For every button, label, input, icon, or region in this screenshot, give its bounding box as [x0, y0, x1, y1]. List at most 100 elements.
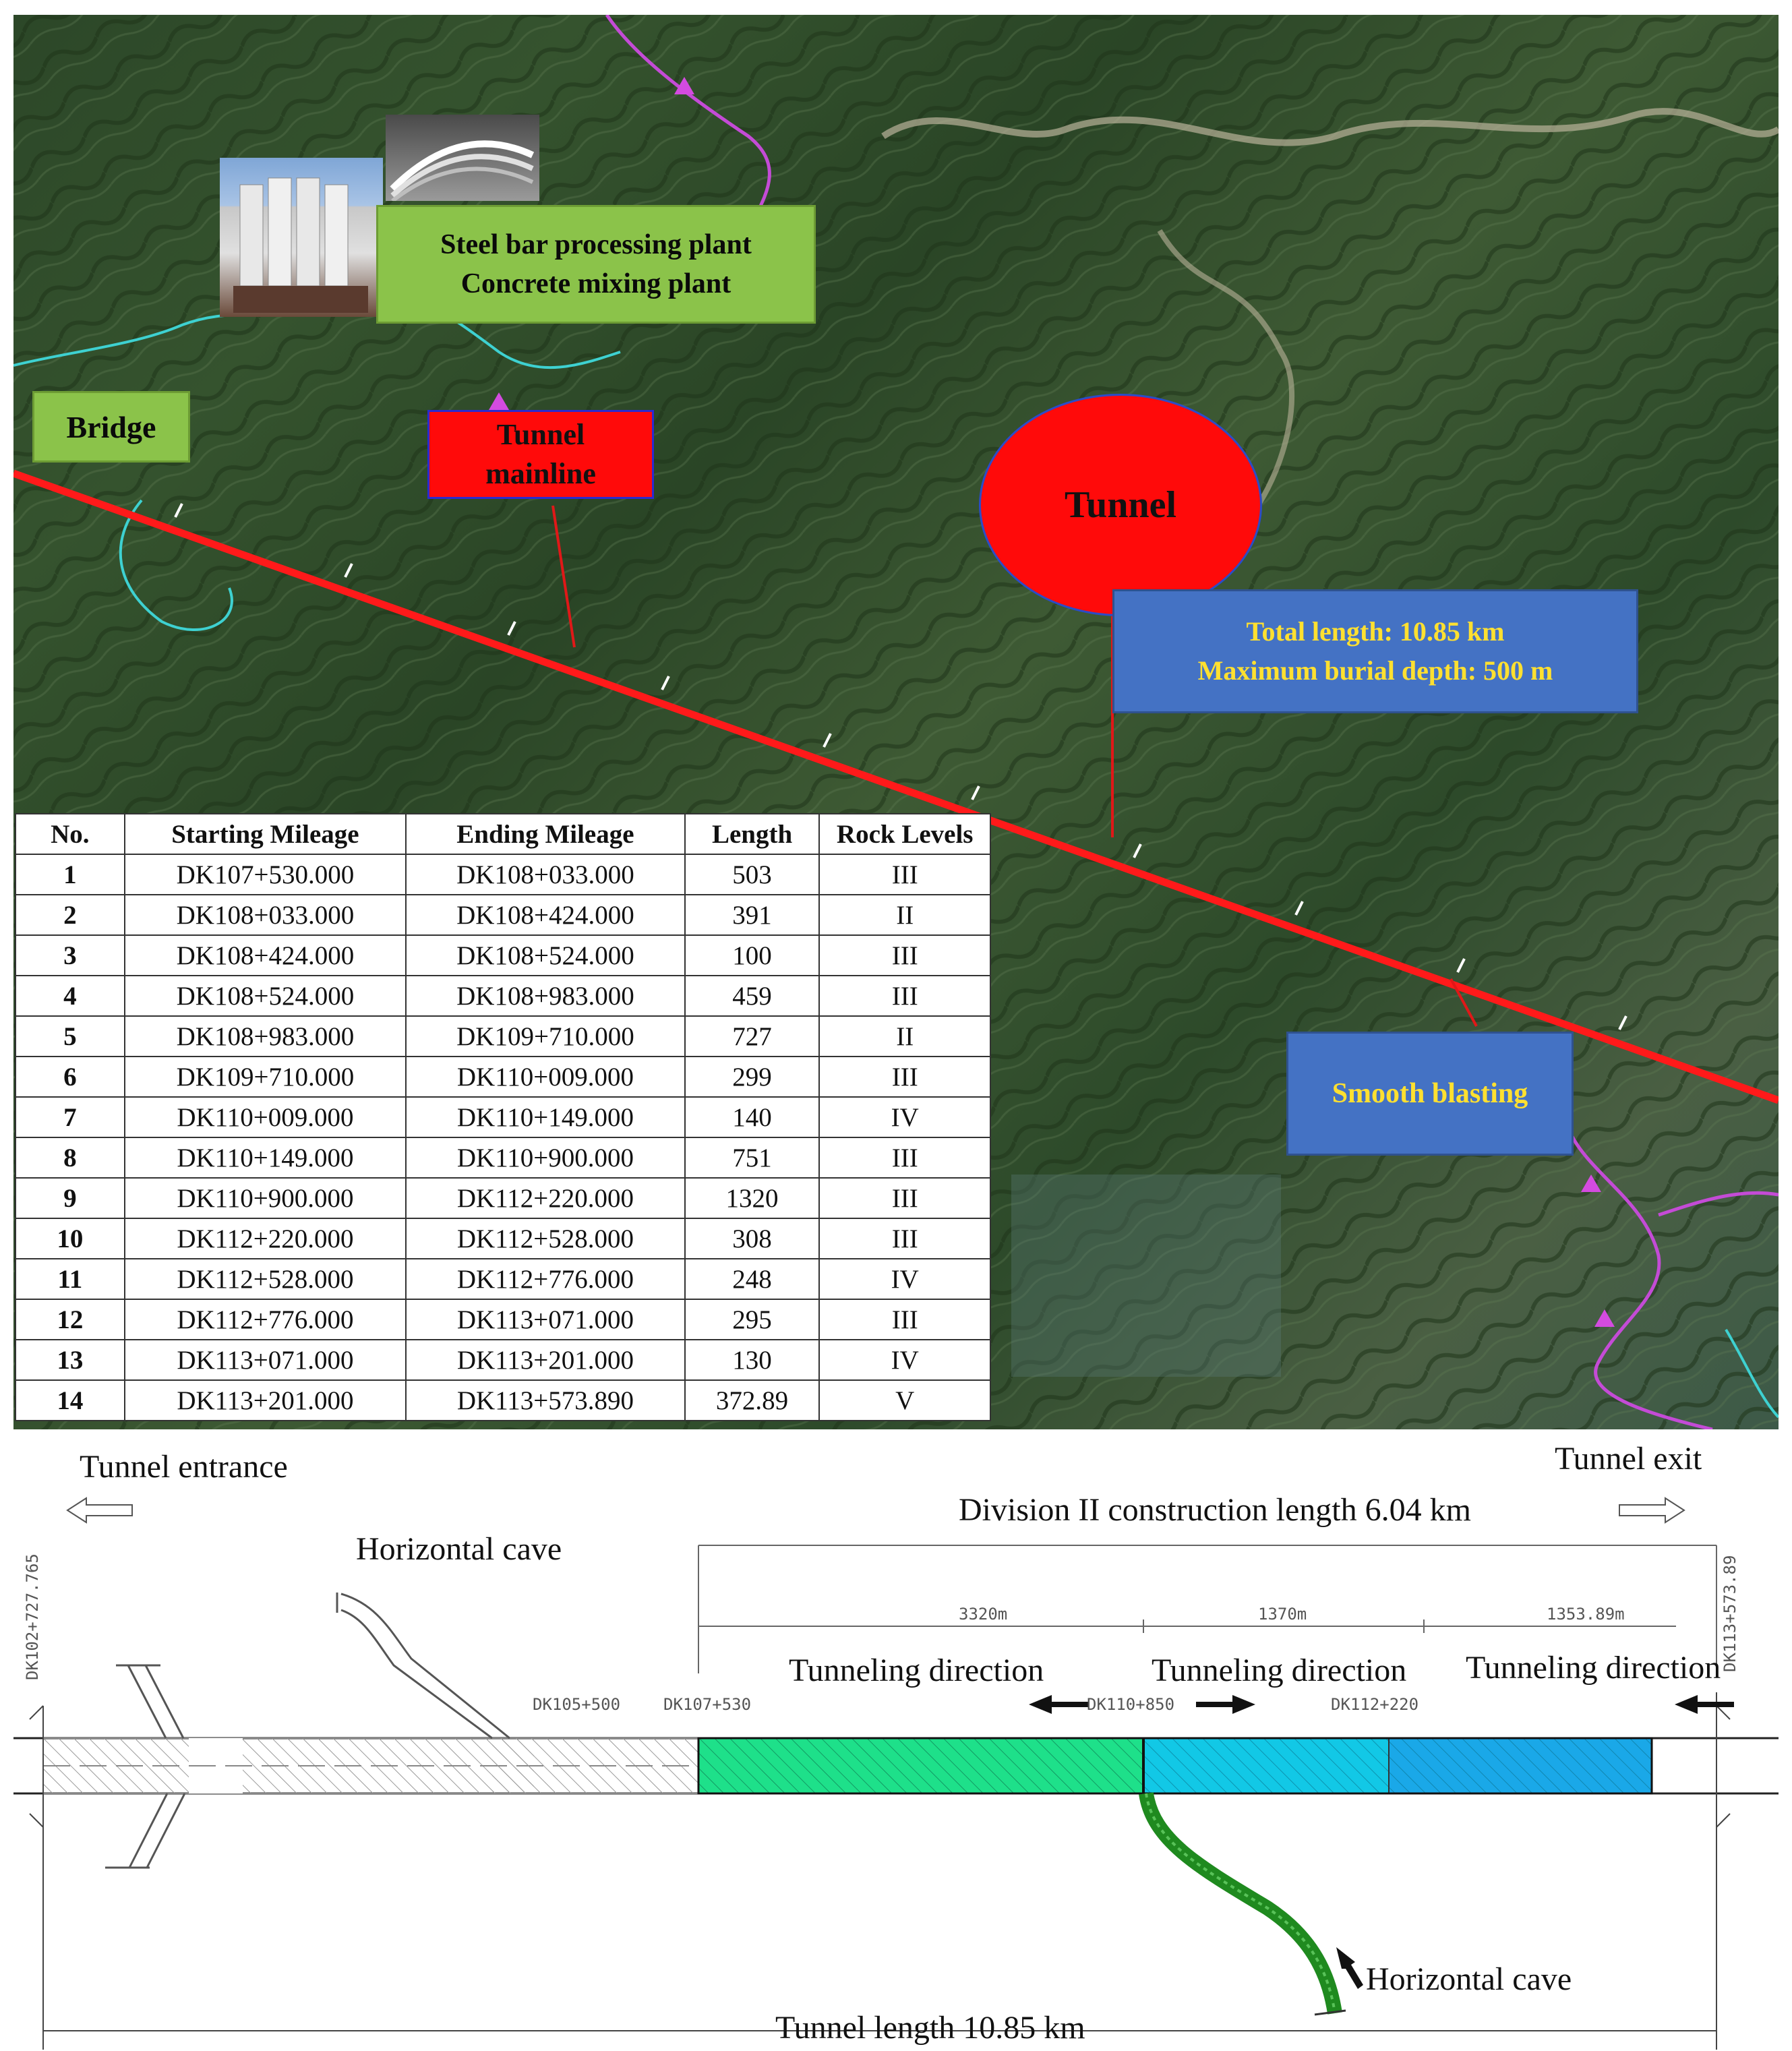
row-number-cell: 2 [15, 894, 125, 936]
table-cell: III [818, 1056, 991, 1098]
tunneling-direction-1: Tunneling direction [789, 1653, 1044, 1688]
table-cell: DK108+524.000 [405, 934, 686, 976]
row-number-cell: 4 [15, 975, 125, 1017]
shed-icon [390, 140, 535, 203]
table-cell: DK109+710.000 [123, 1056, 407, 1098]
table-cell: III [818, 854, 991, 895]
mixing-plant-photo [220, 158, 383, 317]
table-cell: III [818, 1177, 991, 1219]
table-cell: DK112+776.000 [123, 1299, 407, 1340]
mainline-label: Tunnel mainline [427, 410, 654, 499]
row-number-cell: 6 [15, 1056, 125, 1098]
end-mileage-label: DK113+573.89 [1721, 1555, 1739, 1672]
plant-label-line-2: Concrete mixing plant [460, 268, 731, 299]
table-cell: DK113+201.000 [123, 1379, 407, 1421]
col-header: Ending Mileage [405, 813, 686, 855]
table-cell: DK112+220.000 [123, 1218, 407, 1259]
division-label: Division II construction length 6.04 km [959, 1492, 1471, 1528]
table-cell: DK107+530.000 [123, 854, 407, 895]
tunneling-direction-3: Tunneling direction [1466, 1650, 1721, 1686]
segment-2-length: 1370m [1258, 1605, 1307, 1624]
row-number-cell: 7 [15, 1096, 125, 1138]
table-cell: II [818, 1015, 991, 1057]
row-number-cell: 8 [15, 1137, 125, 1179]
table-cell: III [818, 1218, 991, 1259]
table-cell: III [818, 975, 991, 1017]
table-cell: DK108+983.000 [405, 975, 686, 1017]
dk107-label: DK107+530 [663, 1695, 752, 1714]
table-cell: III [818, 934, 991, 976]
col-header: Rock Levels [818, 813, 991, 855]
horizontal-cave-top [336, 1593, 534, 1793]
cross-passage-bottom [105, 1793, 186, 1869]
table-cell: DK110+009.000 [123, 1096, 407, 1138]
row-number-cell: 10 [15, 1218, 125, 1259]
table-cell: IV [818, 1258, 991, 1300]
blasting-label-text: Smooth blasting [1332, 1078, 1528, 1109]
mainline-label-line-1: Tunnel [496, 418, 585, 451]
right-arrow-icon [1196, 1695, 1255, 1714]
table-cell: DK113+071.000 [405, 1299, 686, 1340]
table-cell: III [818, 1137, 991, 1179]
table-cell: 459 [684, 975, 820, 1017]
table-cell: DK108+524.000 [123, 975, 407, 1017]
table-cell: 308 [684, 1218, 820, 1259]
start-mileage-label: DK102+727.765 [23, 1553, 42, 1680]
table-cell: DK110+149.000 [123, 1137, 407, 1179]
table-cell: DK112+776.000 [405, 1258, 686, 1300]
dk105-label: DK105+500 [533, 1695, 621, 1714]
col-header: No. [15, 813, 125, 855]
row-number-cell: 14 [15, 1379, 125, 1421]
table-cell: DK112+528.000 [405, 1218, 686, 1259]
col-header: Starting Mileage [123, 813, 407, 855]
table-cell: 1320 [684, 1177, 820, 1219]
table-cell: DK108+424.000 [405, 894, 686, 936]
entrance-label: Tunnel entrance [80, 1449, 288, 1485]
table-cell: III [818, 1299, 991, 1340]
tunnel-diagram [13, 1497, 1779, 2050]
left-arrow-icon [1675, 1695, 1734, 1714]
bridge-label: Bridge [32, 391, 190, 463]
exit-label: Tunnel exit [1555, 1441, 1702, 1477]
table-cell: 130 [684, 1339, 820, 1381]
row-number-cell: 11 [15, 1258, 125, 1300]
row-number-cell: 13 [15, 1339, 125, 1381]
table-cell: IV [818, 1096, 991, 1138]
table-cell: DK112+220.000 [405, 1177, 686, 1219]
segment-3-length: 1353.89m [1547, 1605, 1625, 1624]
tunnel-length-label: Tunnel length 10.85 km [775, 2010, 1085, 2046]
table-cell: DK108+033.000 [405, 854, 686, 895]
table-cell: DK108+424.000 [123, 934, 407, 976]
table-cell: DK110+149.000 [405, 1096, 686, 1138]
row-number-cell: 3 [15, 934, 125, 976]
table-cell: 299 [684, 1056, 820, 1098]
table-cell: 248 [684, 1258, 820, 1300]
table-cell: DK108+983.000 [123, 1015, 407, 1057]
table-cell: 727 [684, 1015, 820, 1057]
table-cell: 751 [684, 1137, 820, 1179]
table-cell: DK113+201.000 [405, 1339, 686, 1381]
horizontal-cave-bottom [1139, 1792, 1342, 2015]
table-cell: 295 [684, 1299, 820, 1340]
dk110-label: DK110+850 [1087, 1695, 1175, 1714]
horizontal-cave-top-label: Horizontal cave [356, 1531, 562, 1567]
table-cell: DK108+033.000 [123, 894, 407, 936]
table-cell: DK113+071.000 [123, 1339, 407, 1381]
dk112-label: DK112+220 [1331, 1695, 1419, 1714]
segment-1-length: 3320m [959, 1605, 1008, 1624]
bridge-label-text: Bridge [66, 409, 156, 444]
